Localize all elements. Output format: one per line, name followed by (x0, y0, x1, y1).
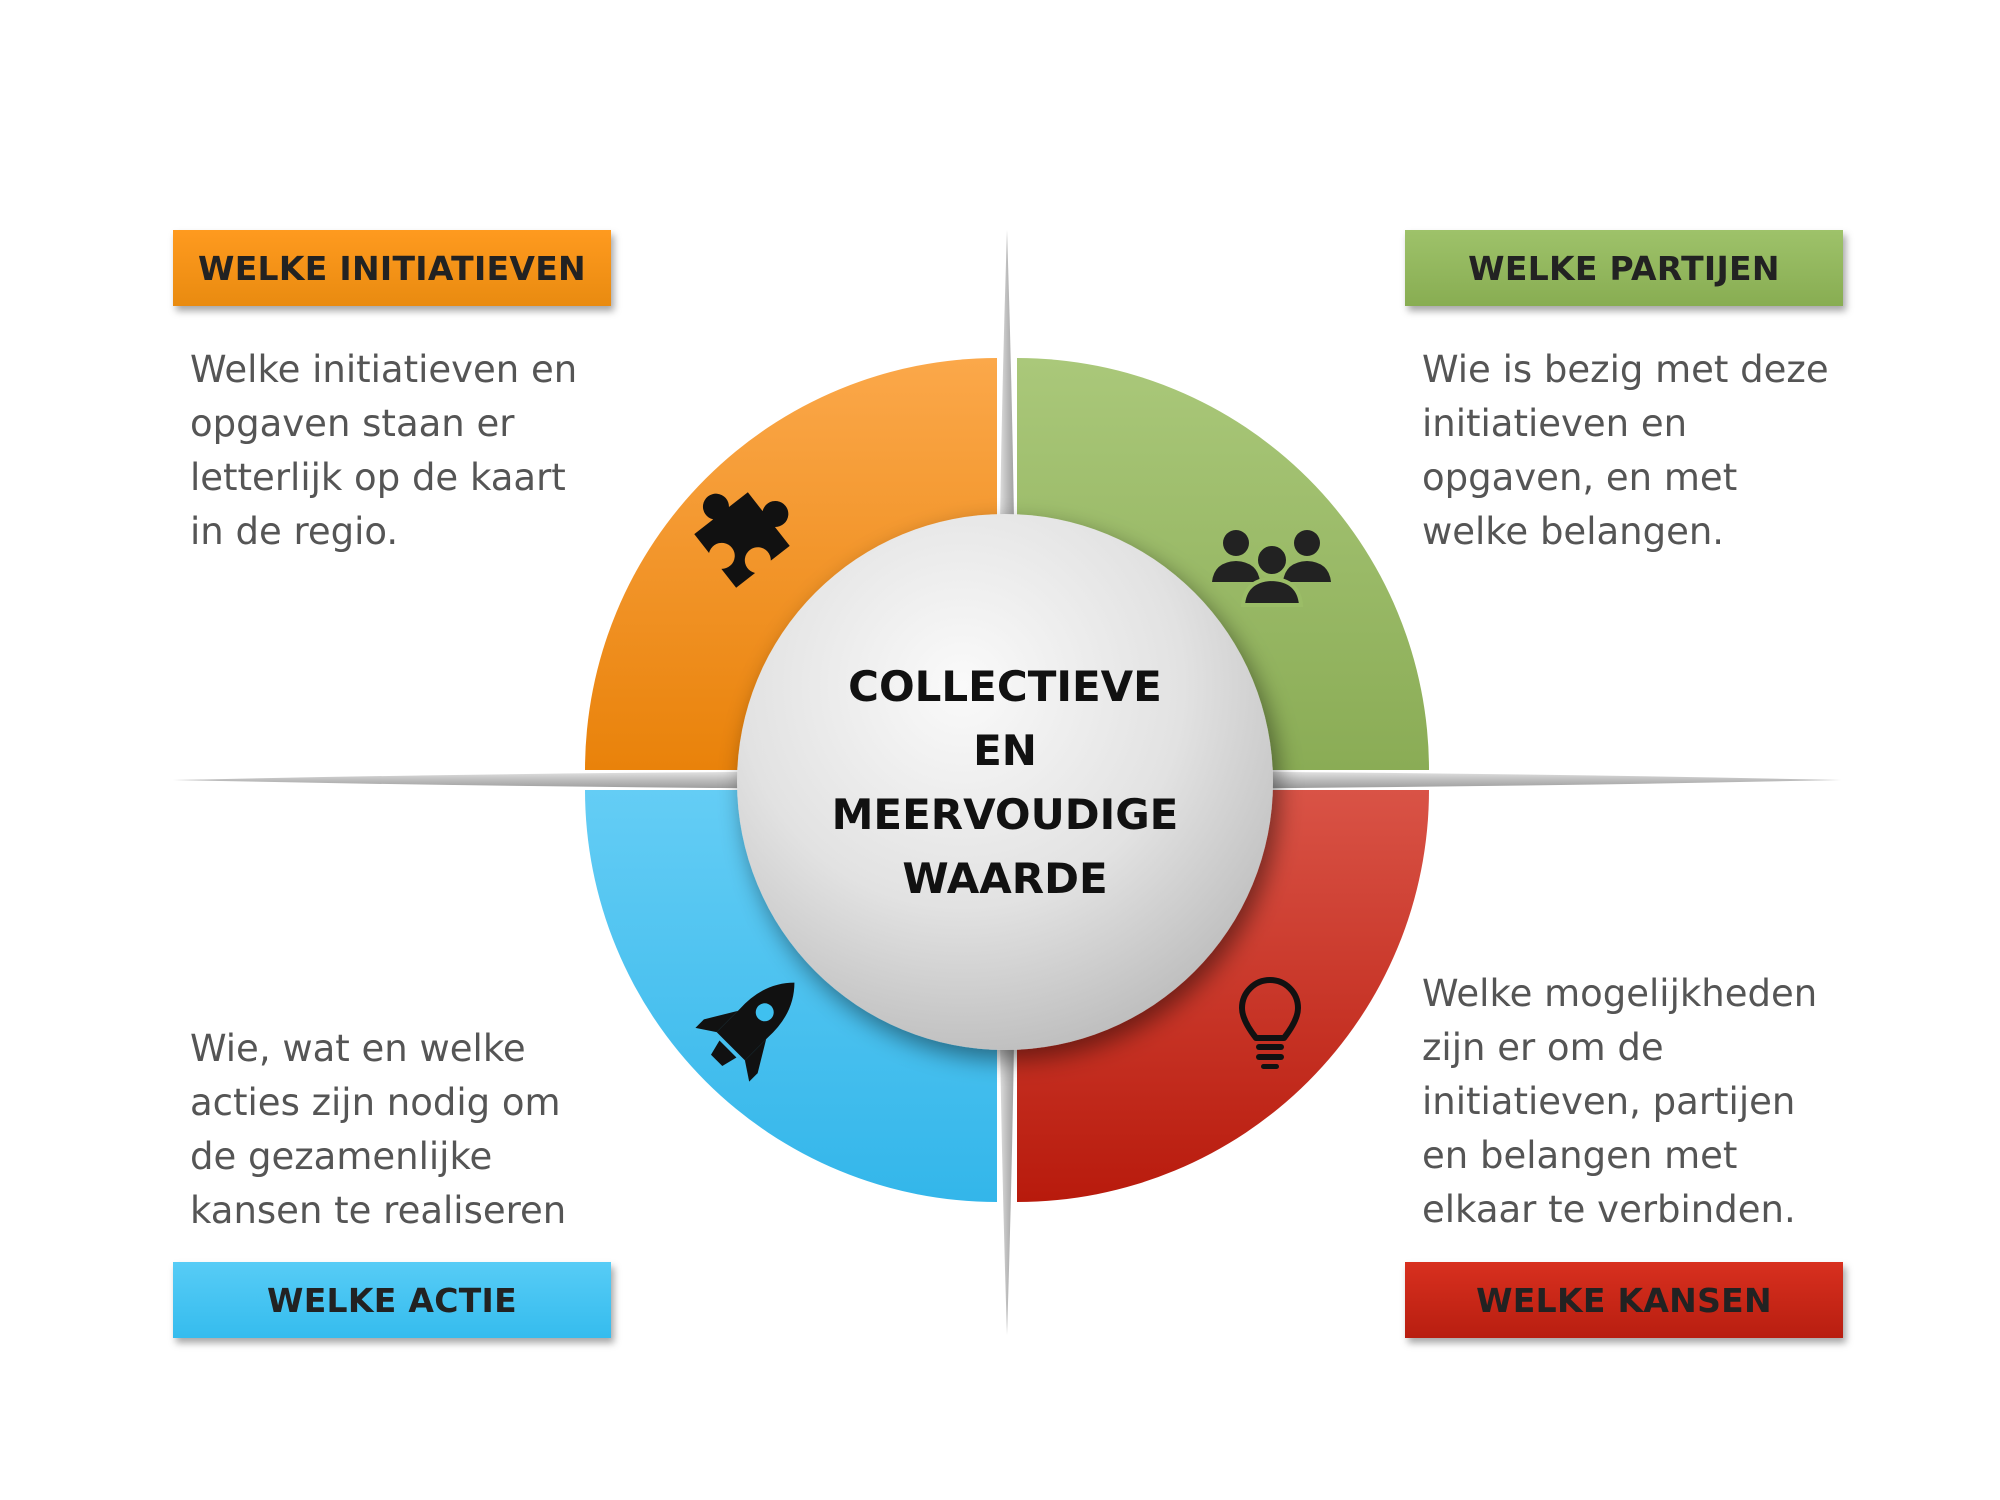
center-title-line: MEERVOUDIGE (831, 790, 1179, 839)
description-initiatieven: Welke initiatieven en opgaven staan er l… (190, 348, 578, 553)
center-title-line: WAARDE (902, 854, 1108, 903)
label-text: WELKE PARTIJEN (1468, 248, 1780, 288)
center-circle (737, 514, 1273, 1050)
rocket-icon (695, 982, 795, 1082)
label-welke-partijen: WELKE PARTIJEN (1405, 230, 1843, 306)
description-actie: Wie, wat en welke acties zijn nodig om d… (190, 1027, 567, 1232)
label-welke-actie: WELKE ACTIE (173, 1262, 611, 1338)
description-partijen: Wie is bezig met deze initiatieven en op… (1422, 348, 1829, 553)
lightbulb-icon (1239, 977, 1301, 1069)
label-text: WELKE ACTIE (267, 1280, 517, 1320)
center-title-line: COLLECTIEVE (848, 662, 1162, 711)
center-title: COLLECTIEVE EN MEERVOUDIGE WAARDE (780, 648, 1230, 918)
puzzle-icon (694, 492, 790, 588)
label-text: WELKE INITIATIEVEN (198, 248, 586, 288)
description-kansen: Welke mogelijkheden zijn er om de initia… (1422, 972, 1818, 1231)
people-group-icon (1212, 530, 1331, 607)
label-text: WELKE KANSEN (1476, 1280, 1772, 1320)
label-welke-initiatieven: WELKE INITIATIEVEN (173, 230, 611, 306)
center-title-line: EN (973, 726, 1037, 775)
label-welke-kansen: WELKE KANSEN (1405, 1262, 1843, 1338)
